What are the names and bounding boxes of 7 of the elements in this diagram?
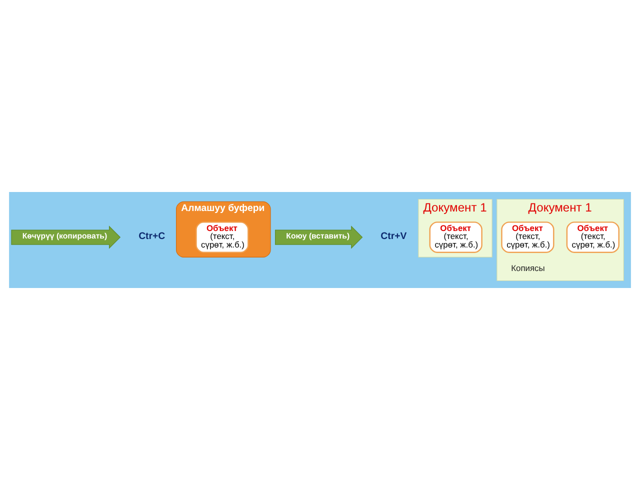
node-box: Объект (текст, сүрөт, ж.б.): [196, 222, 249, 253]
node-label: Ctr+C: [138, 230, 166, 242]
node-label: Копиясы: [511, 263, 545, 274]
node-label: Ctr+V: [380, 230, 407, 242]
node-box: Объект (текст, сүрөт, ж.б.): [501, 222, 554, 253]
node-box: Объект (текст, сүрөт, ж.б.): [429, 222, 482, 253]
node-box: Объект (текст, сүрөт, ж.б.): [566, 222, 620, 253]
